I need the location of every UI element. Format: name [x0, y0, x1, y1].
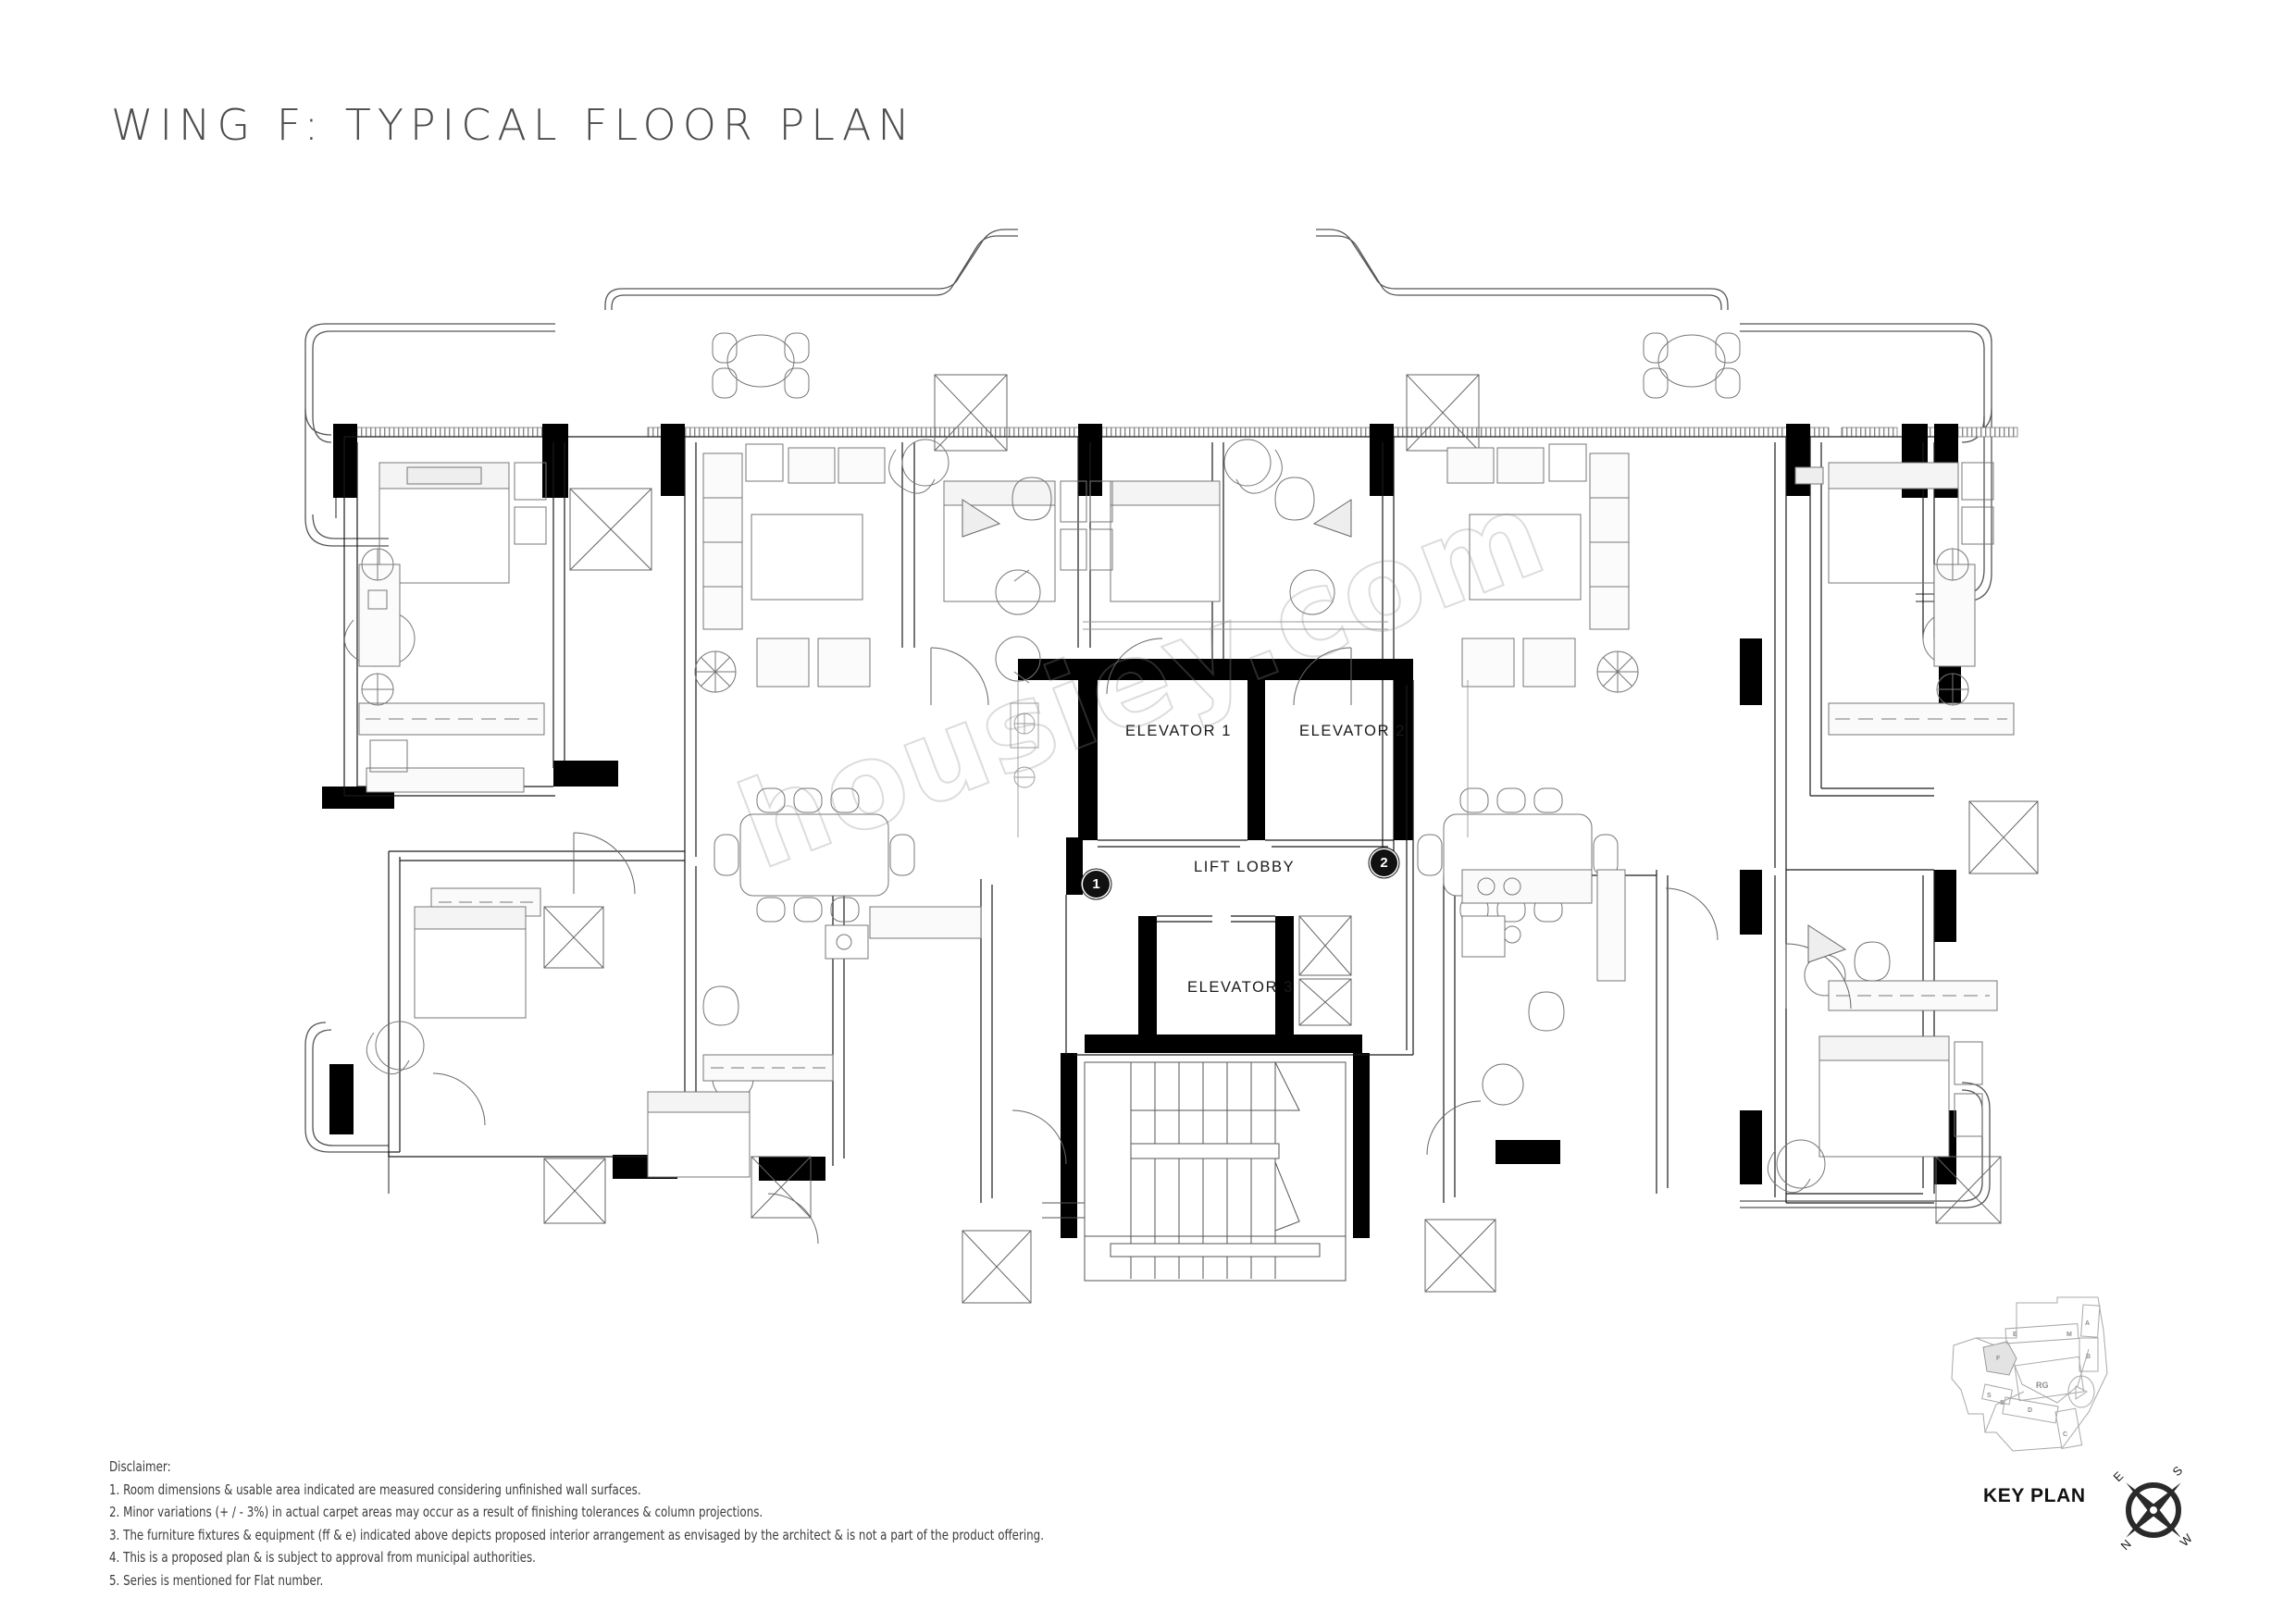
- page-title: WING F: TYPICAL FLOOR PLAN: [111, 100, 916, 150]
- room-label-elevator-3: ELEVATOR 3: [1187, 979, 1295, 996]
- key-plan-block-e-label: E: [2013, 1332, 2017, 1338]
- compass-rose: N S E W: [2111, 1463, 2196, 1553]
- compass-north-label: N: [2118, 1537, 2134, 1553]
- key-plan-map: A B C D E F RG S S M: [1951, 1296, 2108, 1452]
- disclaimer-heading: Disclaimer:: [109, 1458, 171, 1475]
- disclaimer-item-2: 2. Minor variations (+ / - 3%) in actual…: [109, 1504, 763, 1520]
- key-plan-block-s2-label: S: [2000, 1400, 2004, 1406]
- room-label-elevator-2: ELEVATOR 2: [1299, 723, 1407, 739]
- disclaimer-block: Disclaimer: 1. Room dimensions & usable …: [109, 1456, 1405, 1592]
- key-plan-block-c-label: C: [2063, 1431, 2067, 1438]
- key-plan-block-d-label: D: [2028, 1407, 2032, 1414]
- compass-east-label: E: [2111, 1468, 2127, 1484]
- disclaimer-item-4: 4. This is a proposed plan & is subject …: [109, 1549, 536, 1566]
- plan-marker-2[interactable]: 2: [1371, 849, 1397, 876]
- key-plan-block-a-label: A: [2085, 1320, 2090, 1327]
- disclaimer-item-1: 1. Room dimensions & usable area indicat…: [109, 1481, 641, 1498]
- key-plan-block-rg-label: RG: [2036, 1381, 2049, 1390]
- compass-west-label: W: [2178, 1530, 2196, 1549]
- room-label-lift-lobby: LIFT LOBBY: [1194, 859, 1296, 875]
- key-plan-block-f-label: F: [1996, 1356, 2001, 1362]
- key-plan-block-s1-label: S: [1987, 1393, 1992, 1399]
- disclaimer-item-3: 3. The furniture fixtures & equipment (f…: [109, 1526, 1044, 1543]
- compass-south-label: S: [2170, 1463, 2186, 1479]
- plan-marker-1[interactable]: 1: [1083, 871, 1110, 898]
- disclaimer-item-5: 5. Series is mentioned for Flat number.: [109, 1571, 324, 1589]
- key-plan-block-m-label: M: [2066, 1332, 2072, 1338]
- room-label-elevator-1: ELEVATOR 1: [1125, 723, 1233, 739]
- key-plan-title: KEY PLAN: [1983, 1485, 2086, 1506]
- key-plan-block-b-label: B: [2086, 1354, 2091, 1360]
